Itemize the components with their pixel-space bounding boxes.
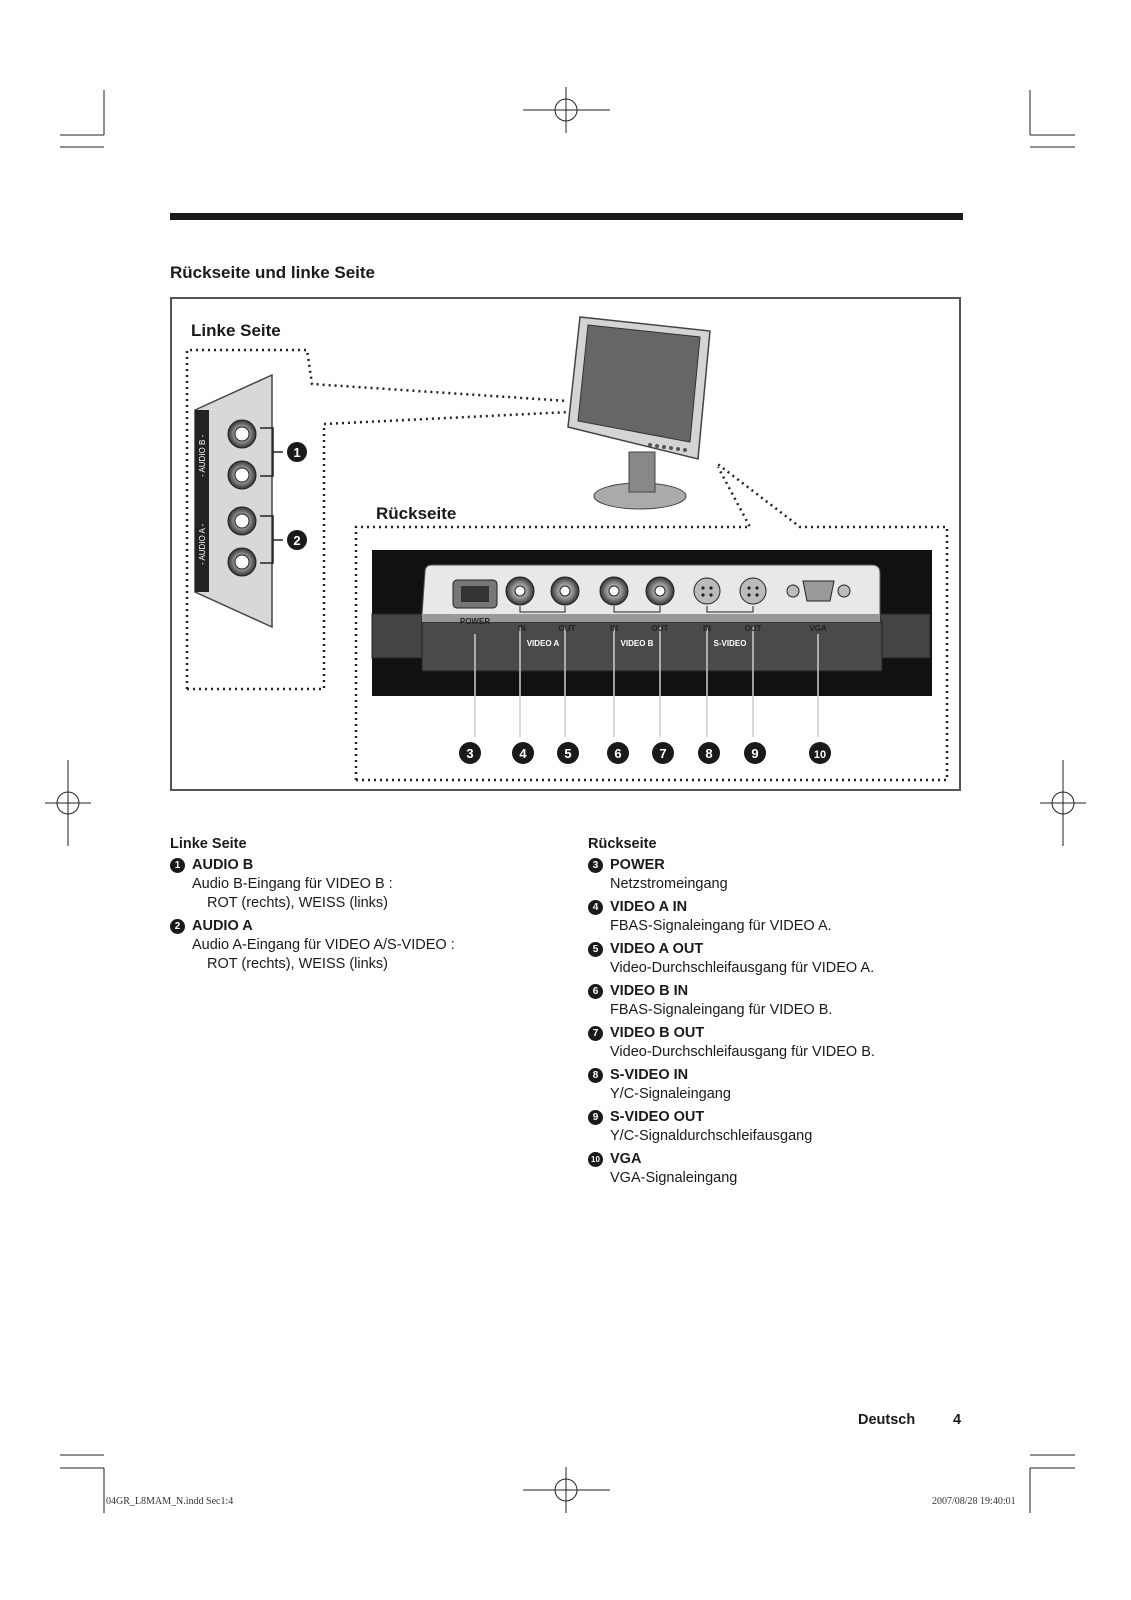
item-desc: Video-Durchschleifausgang für VIDEO B. (610, 1044, 875, 1060)
list-item: 10 VGA VGA-Signaleingang (588, 1150, 968, 1188)
slug-right: 2007/08/28 19:40:01 (932, 1496, 1016, 1507)
item-title: VIDEO B OUT (610, 1025, 705, 1041)
number-badge: 6 (588, 984, 603, 999)
linke-seite-figure-label: Linke Seite (191, 321, 281, 340)
list-item: 8 S-VIDEO IN Y/C-Signaleingang (588, 1066, 968, 1104)
connector-diagram: - AUDIO B - - AUDIO A - 1 2 (185, 316, 949, 782)
figure-box (170, 297, 961, 791)
item-desc: FBAS-Signaleingang für VIDEO A. (610, 918, 832, 934)
callout-5-icon: 5 (557, 742, 579, 764)
item-desc: FBAS-Signaleingang für VIDEO B. (610, 1002, 833, 1018)
audio-a-label: - AUDIO A - (198, 523, 207, 565)
item-desc2: ROT (rechts), WEISS (links) (207, 956, 388, 972)
item-title: S-VIDEO OUT (610, 1109, 705, 1125)
right-column-heading: Rückseite (588, 836, 657, 852)
section-title: Rückseite und linke Seite (170, 263, 376, 282)
power-label: POWER (460, 617, 490, 626)
s-video-in-label: IN (703, 624, 711, 633)
item-title: VIDEO A IN (610, 899, 688, 915)
s-video-out-label: OUT (745, 624, 762, 633)
left-column: Linke Seite 1 AUDIO B Audio B-Eingang für… (170, 836, 570, 974)
callout-10-icon: 10 (809, 742, 831, 764)
item-title: VIDEO B IN (610, 983, 689, 999)
callout-3-icon: 3 (459, 742, 481, 764)
audio-b-label: - AUDIO B - (198, 434, 207, 477)
rueckseite-figure-label: Rückseite (376, 504, 457, 523)
left-column-heading: Linke Seite (170, 836, 247, 852)
item-title: VIDEO A OUT (610, 941, 704, 957)
callout-7-number: 7 (659, 746, 666, 761)
video-a-label: VIDEO A (527, 639, 560, 648)
callout-4-number: 4 (519, 746, 527, 761)
video-b-in-label: IN (610, 624, 618, 633)
item-desc2: ROT (rechts), WEISS (links) (207, 895, 388, 911)
callout-5-number: 5 (564, 746, 571, 761)
slug-left: 04GR_L8MAM_N.indd Sec1:4 (106, 1496, 234, 1507)
callout-1-number: 1 (293, 445, 300, 460)
item-desc: Audio B-Eingang für VIDEO B : (192, 876, 393, 892)
video-b-label: VIDEO B (621, 639, 654, 648)
item-title: AUDIO A (192, 918, 253, 934)
page-number: 4 (953, 1412, 962, 1428)
s-video-label: S-VIDEO (714, 639, 747, 648)
list-item: 6 VIDEO B IN FBAS-Signaleingang für VIDEO … (588, 982, 968, 1020)
item-title: POWER (610, 857, 665, 873)
item-title: VGA (610, 1151, 642, 1167)
side-panel-illustration: - AUDIO B - - AUDIO A - (194, 373, 283, 629)
callout-3-number: 3 (466, 746, 473, 761)
callout-4-icon: 4 (512, 742, 534, 764)
list-item: 5 VIDEO A OUT Video-Durchschleifausgang fü… (588, 940, 968, 978)
item-title: AUDIO B (192, 857, 254, 873)
video-b-out-label: OUT (652, 624, 669, 633)
item-desc: Netzstromeingang (610, 876, 728, 892)
callout-1-icon: 1 (287, 442, 307, 462)
item-desc: VGA-Signaleingang (610, 1170, 738, 1186)
rear-panel-illustration: POWER IN OUT IN OUT IN OUT VGA VIDEO A V… (371, 550, 932, 737)
number-badge: 9 (588, 1110, 603, 1125)
list-item: 1 AUDIO B Audio B-Eingang für VIDEO B : R… (170, 856, 570, 913)
callout-6-icon: 6 (607, 742, 629, 764)
item-desc: Audio A-Eingang für VIDEO A/S-VIDEO : (192, 937, 455, 953)
list-item: 2 AUDIO A Audio A-Eingang für VIDEO A/S-V… (170, 917, 570, 974)
list-item: 7 VIDEO B OUT Video-Durchschleifausgang fü… (588, 1024, 968, 1062)
monitor-illustration (567, 316, 711, 510)
number-badge: 4 (588, 900, 603, 915)
vga-label: VGA (809, 624, 827, 633)
callout-10-number: 10 (814, 749, 826, 761)
callout-6-number: 6 (614, 746, 621, 761)
top-rule (170, 213, 963, 220)
footer-language: Deutsch (858, 1412, 916, 1428)
list-item: 3 POWER Netzstromeingang (588, 856, 968, 894)
callout-2-number: 2 (293, 533, 300, 548)
number-badge: 3 (588, 858, 603, 873)
callout-7-icon: 7 (652, 742, 674, 764)
callout-2-icon: 2 (287, 530, 307, 550)
video-a-out-label: OUT (559, 624, 576, 633)
callout-8-number: 8 (705, 746, 712, 761)
video-a-in-label: IN (518, 624, 526, 633)
number-badge: 7 (588, 1026, 603, 1041)
list-item: 4 VIDEO A IN FBAS-Signaleingang für VIDEO … (588, 898, 968, 936)
callout-9-number: 9 (751, 746, 758, 761)
list-item: 9 S-VIDEO OUT Y/C-Signaldurchschleifausgan… (588, 1108, 968, 1146)
item-desc: Y/C-Signaldurchschleifausgang (610, 1128, 813, 1144)
number-badge: 2 (170, 919, 185, 934)
item-desc: Video-Durchschleifausgang für VIDEO A. (610, 960, 875, 976)
callout-8-icon: 8 (698, 742, 720, 764)
item-title: S-VIDEO IN (610, 1067, 689, 1083)
number-badge: 8 (588, 1068, 603, 1083)
number-badge: 5 (588, 942, 603, 957)
item-desc: Y/C-Signaleingang (610, 1086, 731, 1102)
callout-9-icon: 9 (744, 742, 766, 764)
number-badge: 1 (170, 858, 185, 873)
number-badge: 10 (588, 1152, 603, 1167)
